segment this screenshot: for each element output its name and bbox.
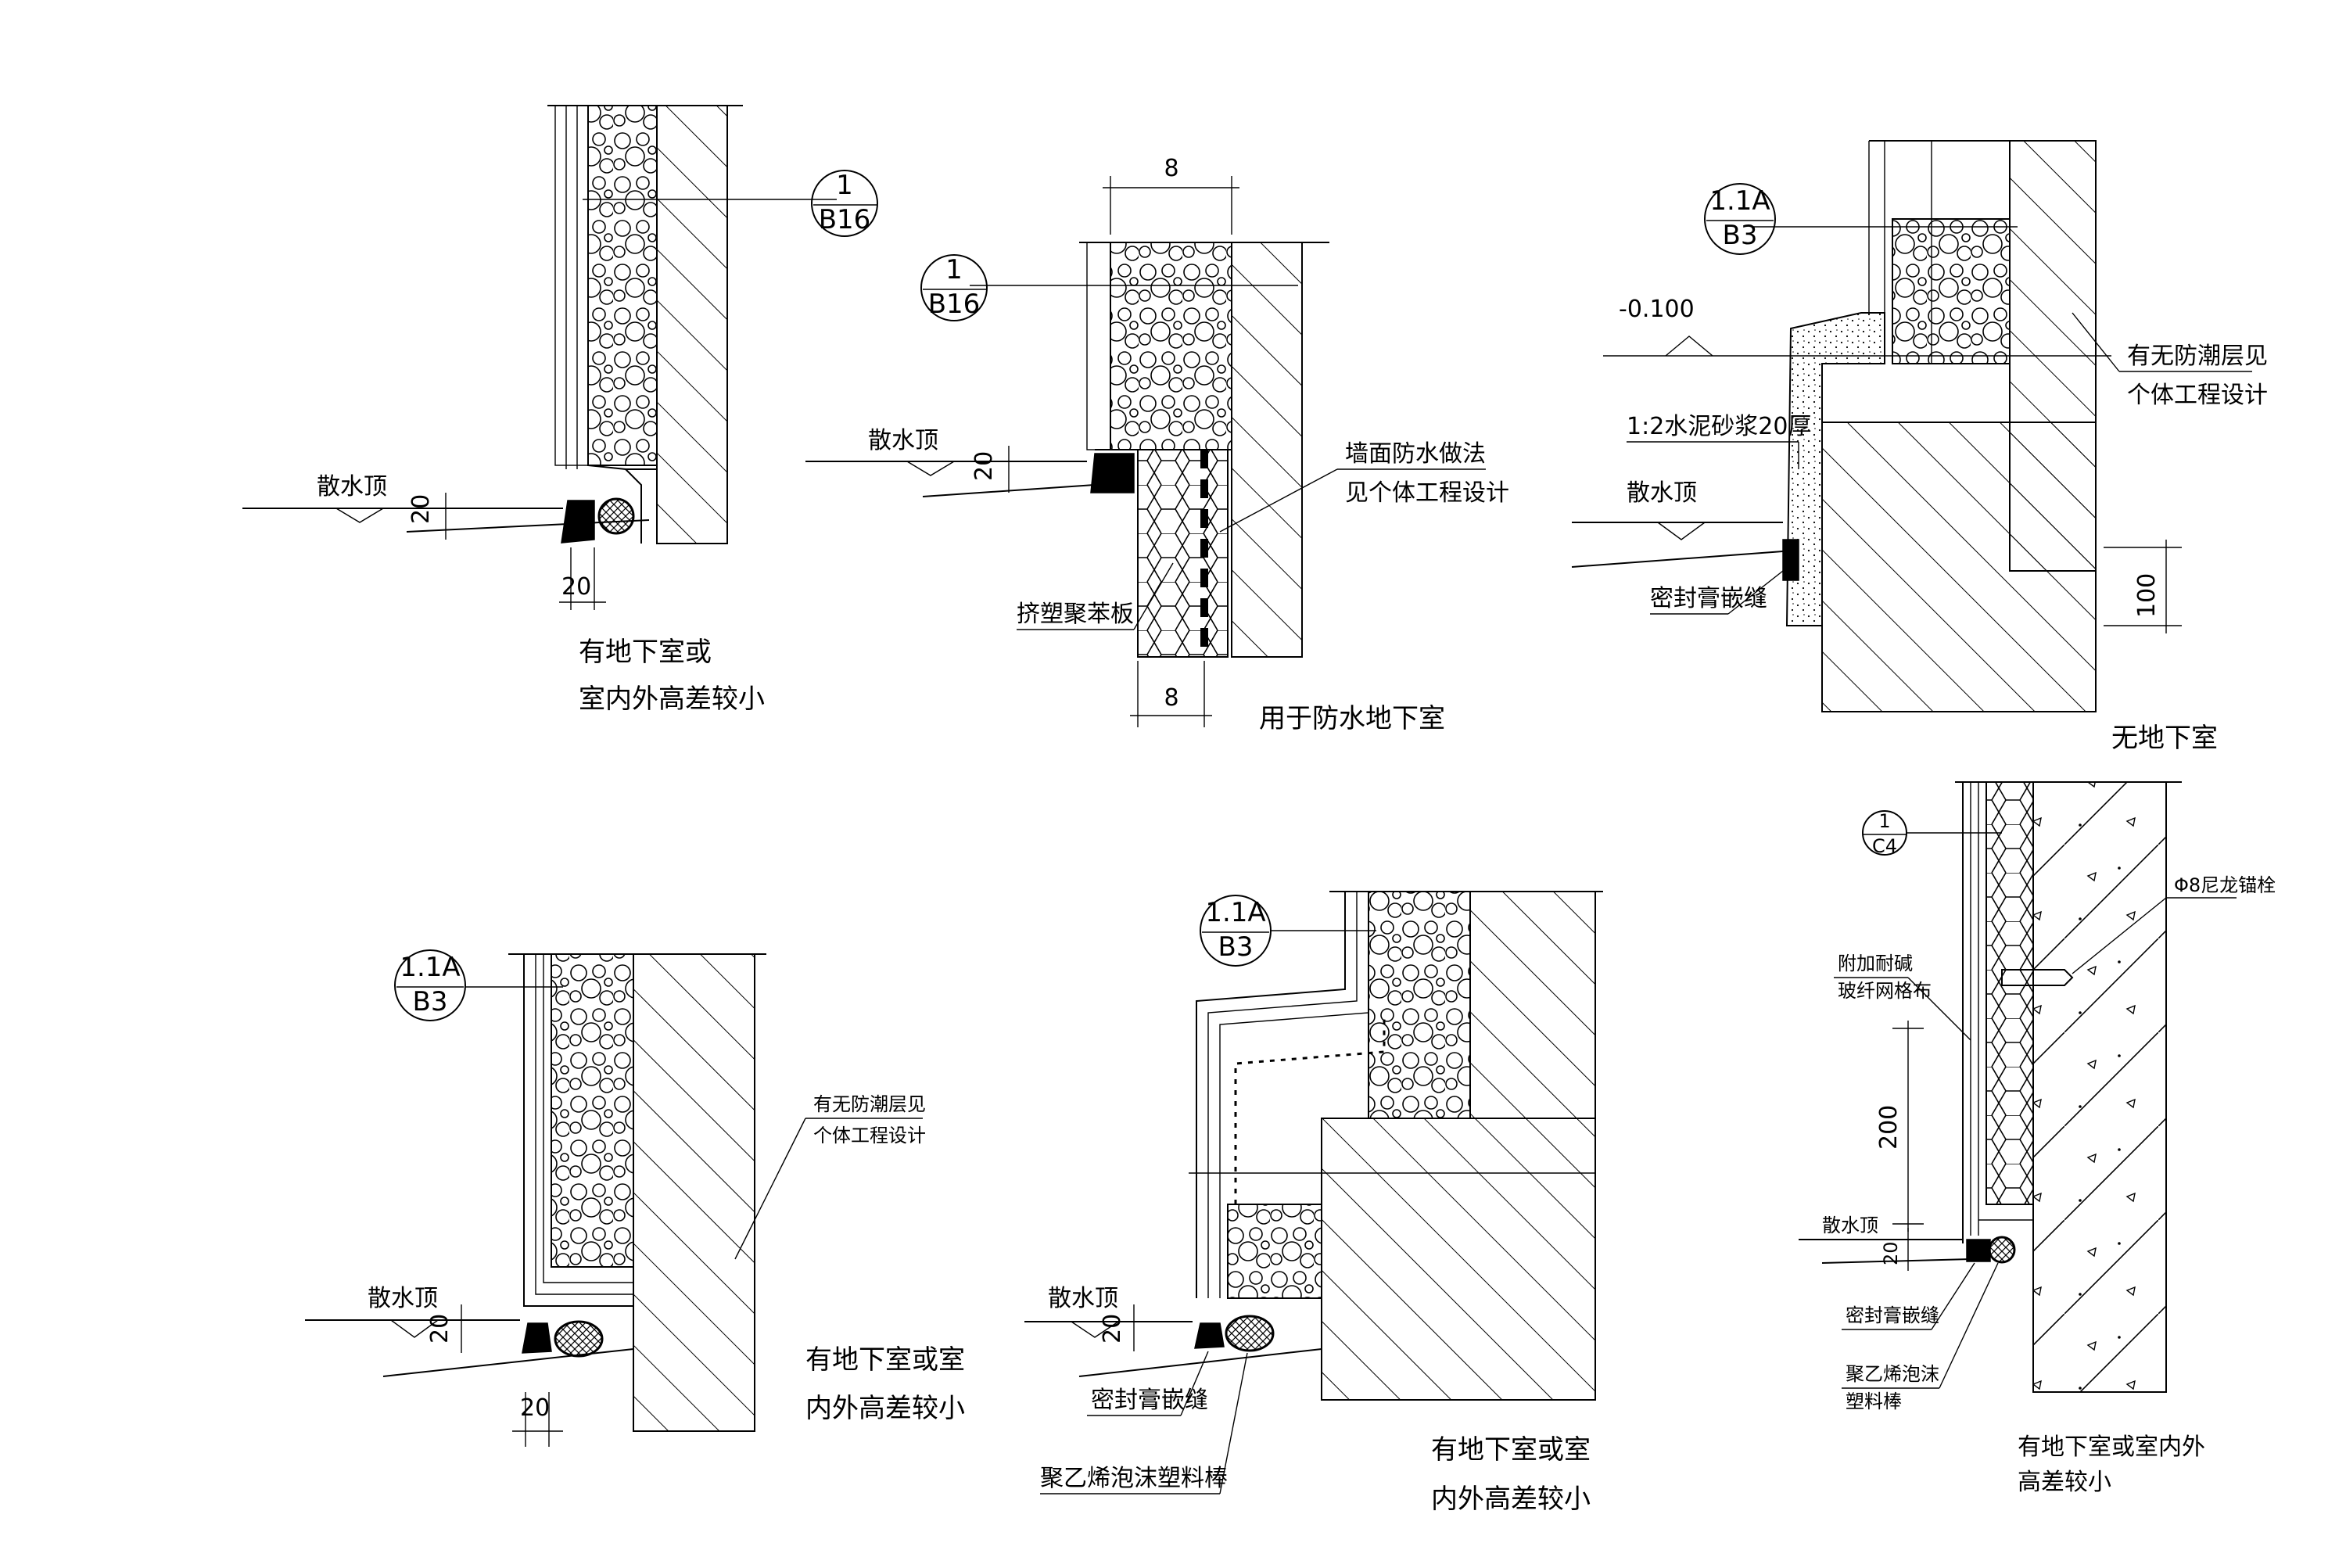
detail-2-waterproof-line2: 见个体工程设计	[1345, 479, 1509, 507]
detail-3-moisture-line1: 有无防潮层见	[2127, 343, 2268, 370]
detail-1-foam-rod	[597, 497, 635, 535]
detail-2-xps-label: 挤塑聚苯板	[1017, 601, 1134, 628]
detail-5-apron-label: 散水顶	[1048, 1285, 1118, 1312]
detail-5-lower-insulation	[1227, 1204, 1322, 1299]
detail-3-cement-mortar	[1785, 312, 1885, 626]
detail-4-foam-rod	[554, 1320, 604, 1358]
detail-6-caption-line1: 有地下室或室内外	[2018, 1433, 2205, 1461]
detail-5-ref-sheet: B3	[1218, 931, 1254, 963]
detail-2-waterproof-line1: 墙面防水做法	[1345, 440, 1486, 468]
detail-5-upper-wall	[1469, 891, 1596, 1119]
detail-4: 1.1A B3 散水顶 20 20 有无防潮层见 个体工程设计 有地下室或室 内…	[305, 949, 965, 1447]
detail-6-sealant-label: 密封膏嵌缝	[1846, 1304, 1939, 1326]
detail-3-lower-wall	[1821, 422, 2097, 712]
detail-2-insulation	[1110, 242, 1232, 450]
detail-1-ref-number: 1	[836, 170, 853, 201]
detail-6-pe-rod-line1: 聚乙烯泡沫	[1846, 1363, 1939, 1385]
detail-6-caption-line2: 高差较小	[2018, 1469, 2111, 1496]
detail-6-pe-rod-line2: 塑料棒	[1846, 1390, 1902, 1412]
detail-2-xps-board	[1137, 449, 1229, 658]
detail-5-sealant	[1194, 1322, 1225, 1349]
detail-4-apron-label: 散水顶	[368, 1285, 438, 1312]
detail-5-pe-rod-label: 聚乙烯泡沫塑料棒	[1040, 1465, 1228, 1492]
detail-6-sealant	[1966, 1239, 1991, 1262]
detail-5-sealant-label: 密封膏嵌缝	[1091, 1387, 1208, 1414]
detail-3-ref-number: 1.1A	[1709, 185, 1770, 217]
detail-6-eps-board	[1985, 781, 2034, 1205]
detail-1-insulation	[587, 105, 658, 466]
detail-4-moisture-line2: 个体工程设计	[813, 1125, 926, 1146]
detail-5-foam-rod	[1225, 1315, 1275, 1352]
detail-3-caption: 无地下室	[2111, 723, 2218, 754]
detail-3-mortar-label: 1:2水泥砂浆20厚	[1627, 413, 1811, 440]
detail-3-moisture-line2: 个体工程设计	[2127, 382, 2268, 409]
detail-3-sealant-label: 密封膏嵌缝	[1650, 585, 1767, 612]
detail-2-caption: 用于防水地下室	[1259, 703, 1445, 734]
detail-2-dim-8-bottom: 8	[1164, 684, 1178, 712]
detail-6-foam-rod	[1988, 1236, 2016, 1264]
detail-3-ref-sheet: B3	[1723, 220, 1758, 251]
detail-2-dim-20: 20	[970, 451, 998, 481]
detail-4-moisture-line1: 有无防潮层见	[813, 1093, 926, 1115]
detail-2-ref-number: 1	[945, 254, 963, 285]
detail-2: 1 B16 8 8 散水顶 20 挤塑聚苯板 墙面防水做法 见个体工程设计 用于…	[805, 155, 1509, 734]
detail-3: 1.1A B3 -0.100 1:2水泥砂浆20厚 散水顶 密封膏嵌缝 有无防潮…	[1571, 140, 2268, 754]
detail-6-anchor	[2001, 969, 2074, 986]
detail-1-dim-20: 20	[407, 494, 435, 524]
detail-6-dim-20: 20	[1880, 1241, 1902, 1265]
detail-6-mesh-line1: 附加耐碱	[1838, 953, 1913, 974]
detail-5-upper-insulation	[1368, 891, 1471, 1119]
detail-4-insulation	[551, 953, 634, 1268]
detail-6-anchor-label: Φ8尼龙锚栓	[2174, 874, 2276, 896]
detail-2-wall	[1231, 242, 1303, 658]
detail-2-dim-8-top: 8	[1164, 155, 1178, 182]
detail-3-insulation	[1892, 218, 2011, 364]
detail-6: 1 C4 Φ8尼龙锚栓 附加耐碱 玻纤网格布 200 散水顶 20 密封膏嵌缝 …	[1799, 781, 2276, 1496]
detail-4-caption-line2: 内外高差较小	[805, 1393, 965, 1424]
detail-5-caption-line1: 有地下室或室	[1431, 1434, 1591, 1466]
detail-5-lower-wall	[1321, 1118, 1596, 1401]
detail-1-caption-line2: 室内外高差较小	[579, 684, 765, 715]
detail-2-ref-sheet: B16	[928, 289, 981, 320]
detail-4-caption-line1: 有地下室或室	[805, 1344, 965, 1376]
detail-1-caption-line1: 有地下室或	[579, 637, 712, 668]
detail-3-sealant	[1782, 539, 1799, 581]
detail-1: 1 B16 散水顶 20 20 有地下室或 室内外高差较小	[242, 105, 878, 715]
detail-4-ref-sheet: B3	[413, 986, 448, 1017]
detail-6-dim-200: 200	[1875, 1105, 1903, 1150]
detail-3-elevation: -0.100	[1619, 296, 1695, 323]
detail-2-apron-label: 散水顶	[868, 427, 938, 454]
detail-4-wall	[633, 953, 755, 1432]
detail-4-ref-number: 1.1A	[400, 952, 460, 983]
detail-1-sealant	[561, 500, 595, 544]
detail-5-caption-line2: 内外高差较小	[1431, 1484, 1591, 1515]
detail-6-apron-label: 散水顶	[1822, 1215, 1878, 1236]
detail-1-dim-20-h: 20	[561, 573, 591, 601]
detail-6-ref-number: 1	[1878, 810, 1890, 832]
detail-1-ref-sheet: B16	[819, 204, 871, 235]
detail-6-concrete-wall	[2032, 781, 2167, 1393]
detail-2-sealant	[1090, 453, 1135, 493]
detail-4-dim-20-h: 20	[520, 1394, 550, 1422]
detail-1-apron-label: 散水顶	[317, 473, 387, 501]
detail-4-dim-20: 20	[426, 1314, 454, 1344]
detail-4-sealant	[522, 1322, 552, 1354]
detail-6-ref-sheet: C4	[1872, 835, 1897, 857]
detail-3-dim-100: 100	[2133, 573, 2161, 618]
detail-6-mesh-line2: 玻纤网格布	[1838, 980, 1932, 1002]
detail-5-ref-number: 1.1A	[1205, 897, 1265, 928]
detail-3-apron-label: 散水顶	[1627, 479, 1697, 507]
detail-1-wall	[656, 105, 728, 544]
detail-5: 1.1A B3 散水顶 20 密封膏嵌缝 聚乙烯泡沫塑料棒 有地下室或室 内外高…	[1024, 891, 1603, 1515]
detail-5-dim-20: 20	[1099, 1314, 1126, 1344]
